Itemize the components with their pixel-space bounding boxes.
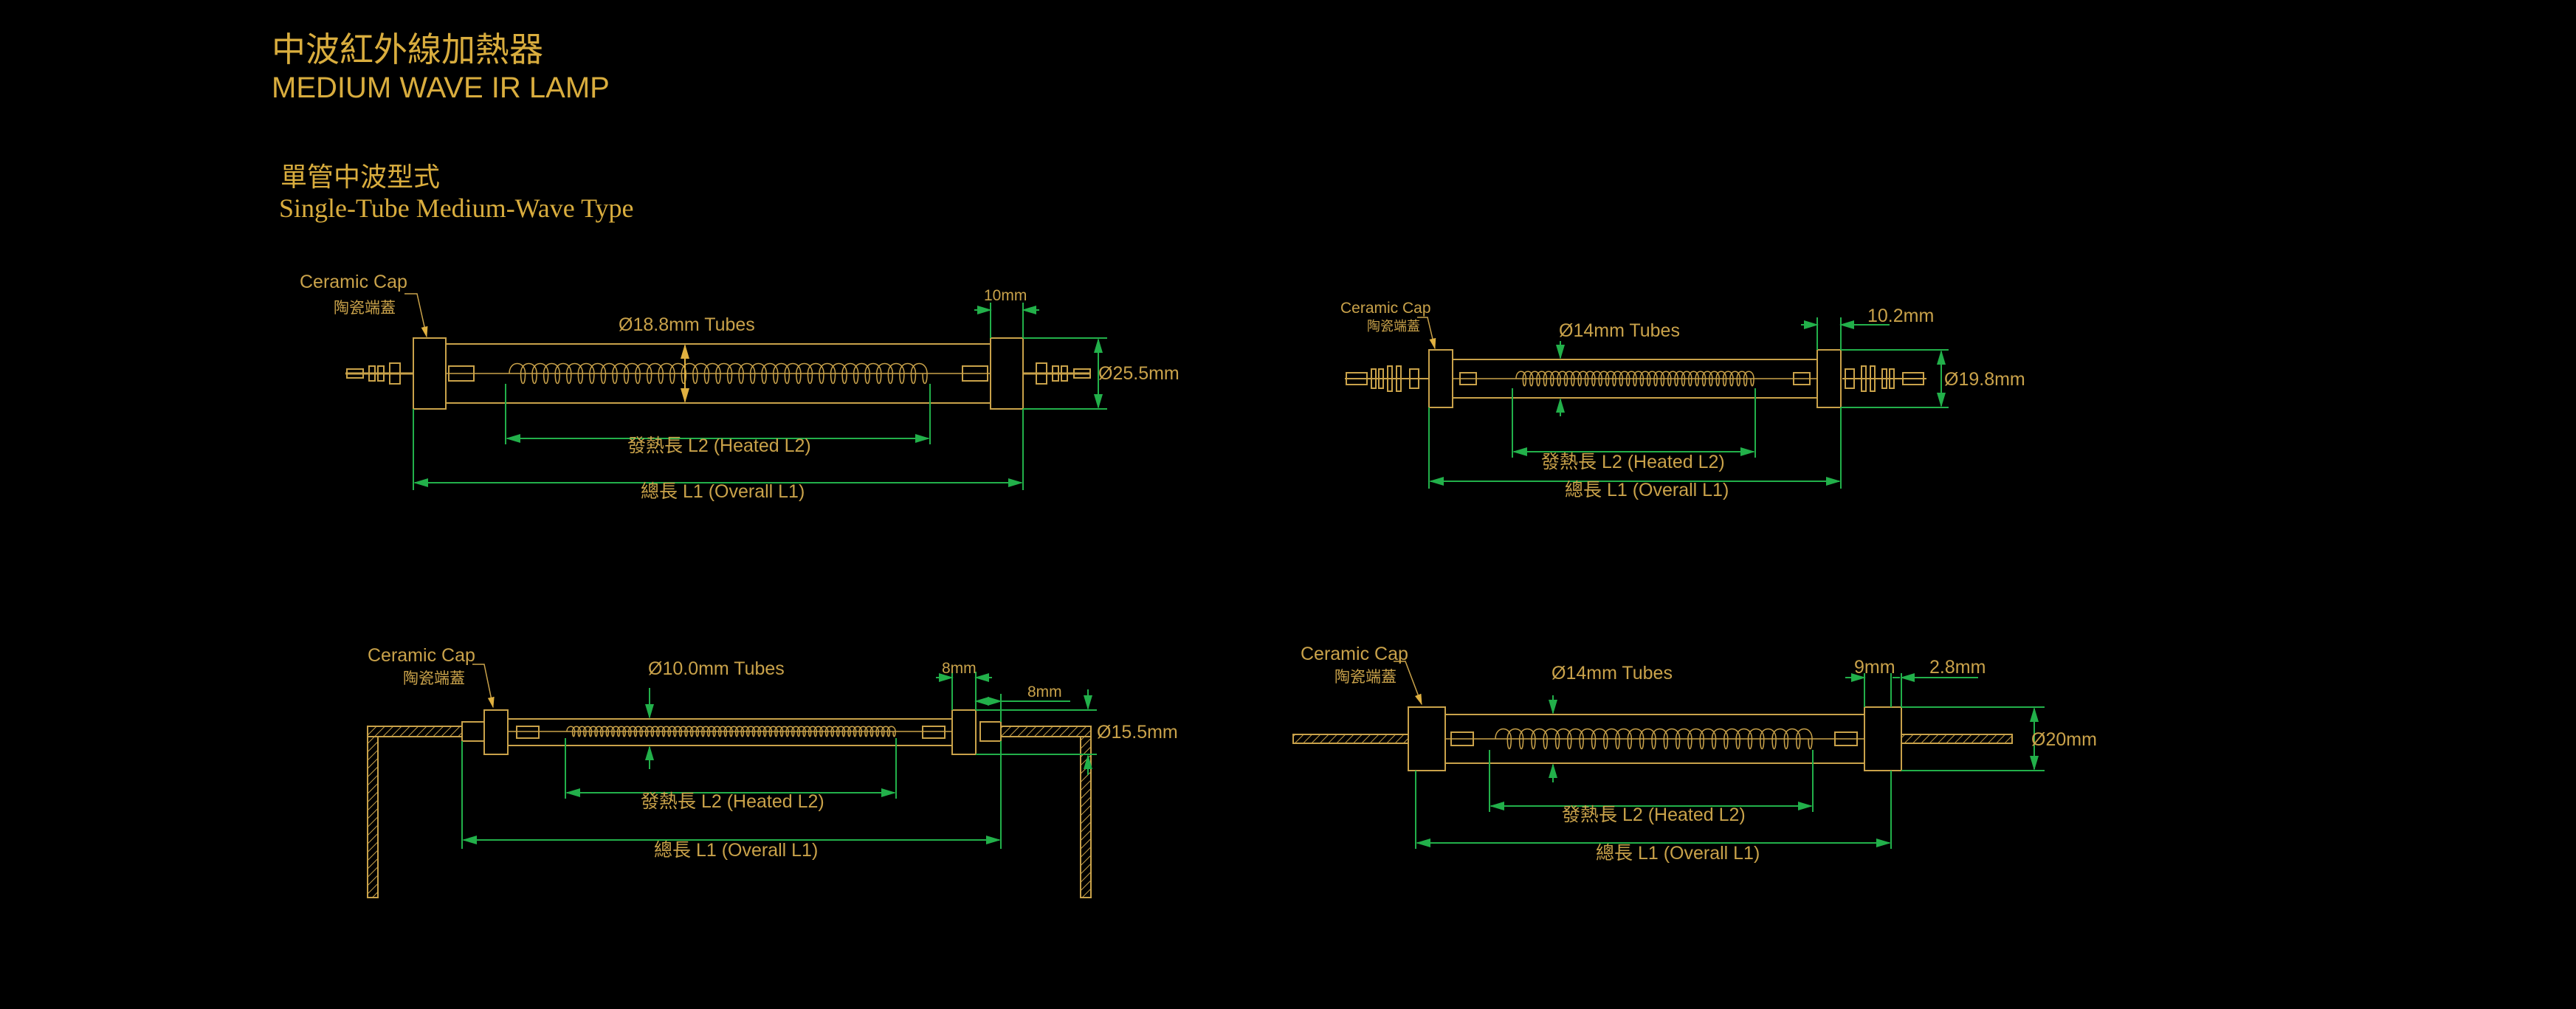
- section-title-cn: 單管中波型式: [280, 162, 440, 193]
- lead-width-label: 2.8mm: [1929, 657, 1986, 678]
- ceramic-cap-left: [483, 709, 509, 755]
- ceramic-cap-label-en: Ceramic Cap: [368, 645, 475, 666]
- lamp-drawing-4: [1292, 706, 2013, 771]
- lamp-drawing-2: [1345, 349, 1926, 408]
- dimensions-1: [413, 303, 1107, 490]
- ceramic-cap-label-cn: 陶瓷端蓋: [1335, 668, 1397, 686]
- ceramic-cap-right: [1864, 706, 1902, 771]
- dimensions-3: [461, 672, 1097, 849]
- bend-offset-label: 8mm: [1027, 683, 1062, 700]
- overall-length-label: 總長 L1 (Overall L1): [641, 481, 805, 502]
- dimensions-4: [1415, 673, 2045, 849]
- ceramic-cap-right: [1816, 349, 1842, 408]
- ceramic-cap-label-cn: 陶瓷端蓋: [1367, 319, 1420, 334]
- section-title-en: Single-Tube Medium-Wave Type: [279, 193, 634, 223]
- heating-coil: [1495, 728, 1813, 750]
- heating-coil: [566, 726, 896, 737]
- outer-diameter-label: Ø25.5mm: [1098, 363, 1179, 384]
- cap-width-label: 10.2mm: [1867, 306, 1934, 326]
- heating-coil: [509, 362, 928, 385]
- ceramic-cap-right: [990, 337, 1024, 410]
- overall-length-label: 總長 L1 (Overall L1): [1565, 480, 1729, 500]
- ceramic-cap-label-cn: 陶瓷端蓋: [334, 299, 396, 317]
- ceramic-cap-left: [1408, 706, 1446, 771]
- outer-diameter-label: Ø20mm: [2031, 729, 2097, 750]
- heated-length-label: 發熱長 L2 (Heated L2): [1562, 805, 1746, 825]
- header: 中波紅外線加熱器 MEDIUM WAVE IR LAMP 單管中波型式 Sing…: [272, 30, 634, 223]
- cap-width-label: 8mm: [942, 660, 977, 677]
- lead-wire-right: [1901, 734, 2013, 744]
- ceramic-cap-label-en: Ceramic Cap: [300, 272, 407, 292]
- outer-diameter-label: Ø15.5mm: [1097, 722, 1178, 743]
- bent-lead-right: [1000, 726, 1092, 737]
- overall-length-label: 總長 L1 (Overall L1): [654, 840, 818, 861]
- page-title-cn: 中波紅外線加熱器: [272, 30, 543, 69]
- overall-length-label: 總長 L1 (Overall L1): [1596, 843, 1760, 864]
- tube-diameter-label: Ø10.0mm Tubes: [648, 658, 785, 679]
- ceramic-cap-left: [1428, 349, 1453, 408]
- tube-diameter-label: Ø18.8mm Tubes: [619, 314, 755, 335]
- tube-diameter-label: Ø14mm Tubes: [1552, 663, 1673, 683]
- outer-diameter-label: Ø19.8mm: [1944, 369, 2025, 390]
- lead-wire-left: [1292, 734, 1409, 744]
- cap-width-label: 9mm: [1854, 657, 1895, 678]
- ceramic-cap-right: [951, 709, 977, 755]
- lamp-drawing-3: [367, 709, 1092, 898]
- bent-lead-left: [367, 726, 463, 737]
- page-title-en: MEDIUM WAVE IR LAMP: [272, 72, 610, 104]
- heating-coil: [1515, 371, 1754, 387]
- dimensions-2: [1428, 317, 1949, 489]
- ceramic-cap-left: [413, 337, 447, 410]
- heated-length-label: 發熱長 L2 (Heated L2): [627, 435, 811, 456]
- ceramic-cap-label-en: Ceramic Cap: [1340, 300, 1431, 317]
- heated-length-label: 發熱長 L2 (Heated L2): [641, 791, 824, 812]
- heated-length-label: 發熱長 L2 (Heated L2): [1541, 452, 1725, 472]
- ceramic-cap-label-en: Ceramic Cap: [1301, 644, 1408, 664]
- cap-width-label: 10mm: [984, 287, 1027, 304]
- lamp-drawing-1: [345, 337, 1091, 410]
- tube-diameter-label: Ø14mm Tubes: [1559, 320, 1680, 341]
- ceramic-cap-label-cn: 陶瓷端蓋: [403, 669, 465, 687]
